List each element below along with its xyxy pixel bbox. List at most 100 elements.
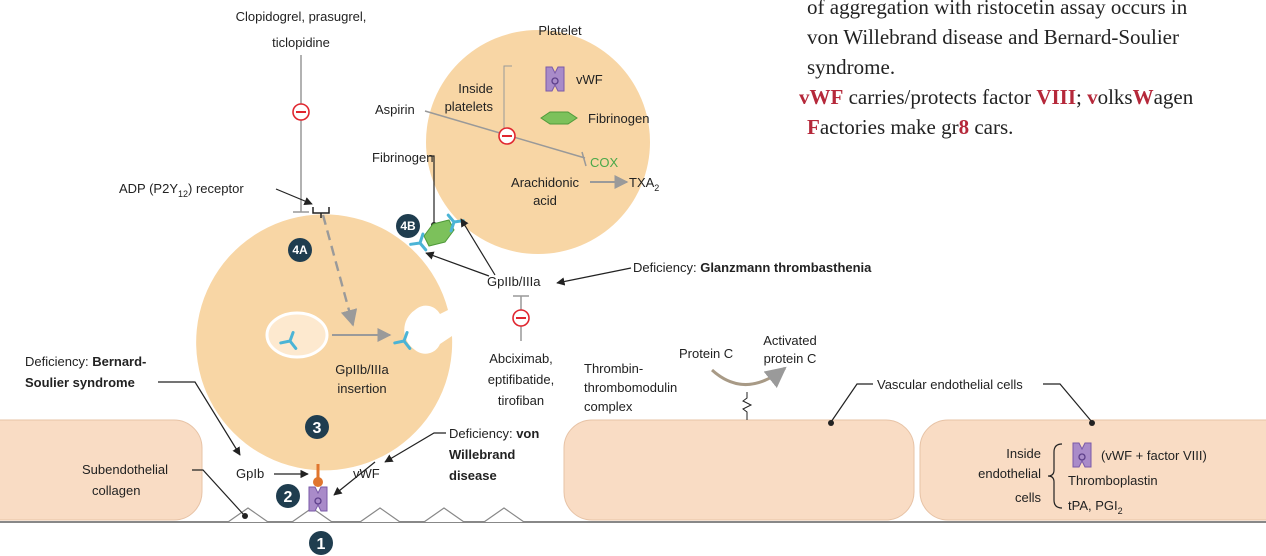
vwd-deficiency-1: Deficiency: von xyxy=(449,426,539,441)
aspirin-label: Aspirin xyxy=(375,102,415,117)
thrombin-2: thrombomodulin xyxy=(584,380,677,395)
bernard-soulier: Deficiency: Bernard- Soulier syndrome xyxy=(25,354,241,456)
step-4a-badge xyxy=(288,238,312,262)
collagen-triangles xyxy=(227,507,525,523)
step-4b-badge xyxy=(396,214,420,238)
vwd-deficiency: Deficiency: von Willebrand disease xyxy=(384,426,539,483)
platelet-fibrinogen: Fibrinogen xyxy=(588,111,649,126)
inside-platelets-2: platelets xyxy=(445,99,494,114)
glanzmann-deficiency: Deficiency: Glanzmann thrombasthenia xyxy=(633,260,872,275)
endothelial-cell-middle xyxy=(563,419,915,521)
vascular-label-group: Vascular endothelial cells xyxy=(828,377,1095,426)
gpib-receptor-icon xyxy=(313,477,323,487)
collagen-1: Subendothelial xyxy=(82,462,168,477)
adp-receptor: ADP (P2Y12) receptor xyxy=(119,181,330,218)
insertion-2: insertion xyxy=(337,381,386,396)
mn-cars: cars. xyxy=(969,115,1014,139)
bernard-deficiency-1: Deficiency: Bernard- xyxy=(25,354,146,369)
endo-brace xyxy=(1047,443,1063,509)
endo-inside-1: Inside xyxy=(1006,446,1041,461)
p2y12-inhibition: Clopidogrel, prasugrel, ticlopidine xyxy=(236,9,367,213)
p2y12-drugs-1: Clopidogrel, prasugrel, xyxy=(236,9,367,24)
adhesion-site: GpIb vWF Subendothelial collagen xyxy=(82,461,380,519)
endo-inside-2: endothelial xyxy=(978,466,1041,481)
thrombin-1: Thrombin- xyxy=(584,361,643,376)
adp-label: ADP (P2Y12) receptor xyxy=(119,181,244,199)
mn-olks: olks xyxy=(1097,85,1133,109)
aspirin-tbar xyxy=(581,151,587,167)
fibrinogen-bridge: Fibrinogen xyxy=(372,150,465,257)
endothelial-cell-right xyxy=(919,419,1266,521)
thrombomodulin-icon xyxy=(742,392,753,420)
aspirin-inhibition: Aspirin xyxy=(375,102,587,167)
gp2b3a-drugs-2: eptifibatide, xyxy=(488,372,555,387)
platelet-circle xyxy=(426,30,650,254)
activated-platelet: GpIIb/IIIa insertion xyxy=(196,214,453,471)
endo-item-1: (vWF + factor VIII) xyxy=(1101,448,1207,463)
svg-text:2: 2 xyxy=(284,489,293,506)
p2y12-drugs-2: ticlopidine xyxy=(272,35,330,50)
inside-platelets-1: Inside xyxy=(458,81,493,96)
svg-text:1: 1 xyxy=(317,536,326,553)
step-badges: 1 2 3 4A 4B xyxy=(276,214,420,555)
adp-receptor-icon xyxy=(312,207,330,218)
mn-w: W xyxy=(1132,85,1154,109)
thrombin-3: complex xyxy=(584,399,633,414)
svg-text:4B: 4B xyxy=(400,219,416,233)
svg-text:4A: 4A xyxy=(292,243,308,257)
step-3-badge xyxy=(305,415,329,439)
endo-item-3: tPA, PGI2 xyxy=(1068,498,1123,516)
arachidonic-2: acid xyxy=(533,193,557,208)
protein-c-arrow xyxy=(710,366,787,389)
bernard-deficiency-2: Soulier syndrome xyxy=(25,375,135,390)
activated-pc-1: Activated xyxy=(763,333,816,348)
platelet-cell: Platelet Inside platelets vWF Fibrinogen… xyxy=(426,23,659,254)
step-2-badge xyxy=(276,484,300,508)
arachidonic-1: Arachidonic xyxy=(511,175,579,190)
vwf-label: vWF xyxy=(353,466,380,481)
mn-vwf: vWF xyxy=(799,85,844,109)
mn-actories: actories make gr xyxy=(819,115,959,139)
gp2b3a-drugs-1: Abciximab, xyxy=(489,351,553,366)
mn-8: 8 xyxy=(958,115,970,139)
svg-text:3: 3 xyxy=(313,420,322,437)
mnemonic-line-2: Factories make gr8 cars. xyxy=(807,112,1013,142)
note-line-1: of aggregation with ristocetin assay occ… xyxy=(807,0,1188,19)
mn-viii: VIII xyxy=(1036,85,1076,109)
alpha-granule xyxy=(265,311,329,359)
vwf-bound-icon xyxy=(308,486,328,512)
protein-c-pathway: Thrombin- thrombomodulin complex Protein… xyxy=(584,333,817,420)
vwd-deficiency-3: disease xyxy=(449,468,497,483)
endo-inside-3: cells xyxy=(1015,490,1042,505)
mn-text-a: carries/protects factor xyxy=(843,85,1037,109)
gp2b3a-label: GpIIb/IIIa xyxy=(487,274,541,289)
gpib-label: GpIb xyxy=(236,466,264,481)
vessel-wall xyxy=(0,419,1266,523)
mn-agen: agen xyxy=(1153,85,1194,109)
gp2b3a-block: GpIIb/IIIa Deficiency: Glanzmann thromba… xyxy=(425,218,872,408)
platelet-title: Platelet xyxy=(538,23,582,38)
fibrinogen-bridge-icon xyxy=(423,219,455,247)
endothelial-contents: Inside endothelial cells (vWF + factor V… xyxy=(978,442,1207,516)
note-line-3: syndrome. xyxy=(807,55,896,79)
fibrinogen-label: Fibrinogen xyxy=(372,150,433,165)
mnemonic-line-1: vWF carries/protects factor VIII; volksW… xyxy=(799,82,1193,112)
vascular-label: Vascular endothelial cells xyxy=(877,377,1023,392)
fibrinogen-granule-icon xyxy=(540,111,578,125)
mn-f: F xyxy=(807,115,820,139)
platelet-vwf: vWF xyxy=(576,72,603,87)
vwd-deficiency-2: Willebrand xyxy=(449,447,515,462)
cox-label: COX xyxy=(590,155,619,170)
collagen-2: collagen xyxy=(92,483,140,498)
txa-label: TXA2 xyxy=(629,175,659,193)
activated-pc-2: protein C xyxy=(764,351,817,366)
insertion-1: GpIIb/IIIa xyxy=(335,362,389,377)
gp2b3a-drugs-3: tirofiban xyxy=(498,393,544,408)
step-1-badge xyxy=(309,531,333,555)
mn-v: v xyxy=(1087,85,1098,109)
note-line-2: von Willebrand disease and Bernard-Souli… xyxy=(807,25,1179,49)
adp-dashed-arrow xyxy=(321,214,358,327)
endo-item-2: Thromboplastin xyxy=(1068,473,1158,488)
protein-c: Protein C xyxy=(679,346,733,361)
